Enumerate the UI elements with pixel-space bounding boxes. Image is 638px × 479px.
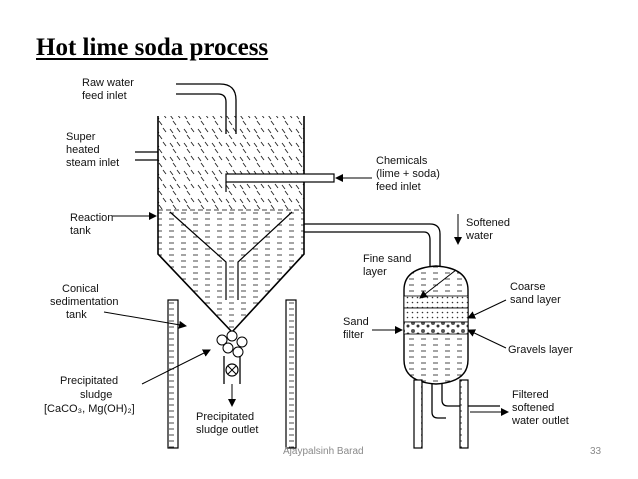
inner-funnel xyxy=(169,211,293,300)
reaction-tank xyxy=(157,116,305,334)
label-gravels: Gravels layer xyxy=(508,344,573,356)
label-filtered-water: Filtered softened water outlet xyxy=(511,389,569,427)
chemicals-feed-pipe xyxy=(225,173,372,192)
label-raw-water: Raw water feed inlet xyxy=(82,77,137,102)
label-softened-water: Softened water xyxy=(465,217,513,242)
sand-filter xyxy=(403,265,469,385)
label-sand-filter: Sand filter xyxy=(343,316,372,341)
label-reaction-tank: Reaction tank xyxy=(70,212,116,237)
label-coarse-sand: Coarse sand layer xyxy=(510,281,561,306)
sludge-outlet-valve xyxy=(223,356,241,407)
sludge-pile xyxy=(216,330,248,358)
support-legs xyxy=(167,299,469,449)
filtered-outlet-pipe xyxy=(431,384,509,419)
raw-water-pipe xyxy=(176,83,237,134)
label-steam-inlet: Super heated steam inlet xyxy=(66,131,119,169)
slide-title: Hot lime soda process xyxy=(36,34,269,61)
footer-author: Ajaypalsinh Barad xyxy=(283,446,364,457)
label-fine-sand: Fine sand layer xyxy=(363,253,414,278)
label-sludge-outlet: Precipitated sludge outlet xyxy=(196,411,258,436)
label-chemicals: Chemicals (lime + soda) feed inlet xyxy=(376,155,443,193)
label-conical-tank: Conical sedimentation tank xyxy=(50,283,122,321)
softened-water-pipe xyxy=(304,223,441,268)
label-precipitated-sludge: Precipitated sludge [CaCO₃, Mg(OH)₂] xyxy=(44,375,135,415)
page-number: 33 xyxy=(590,446,602,457)
